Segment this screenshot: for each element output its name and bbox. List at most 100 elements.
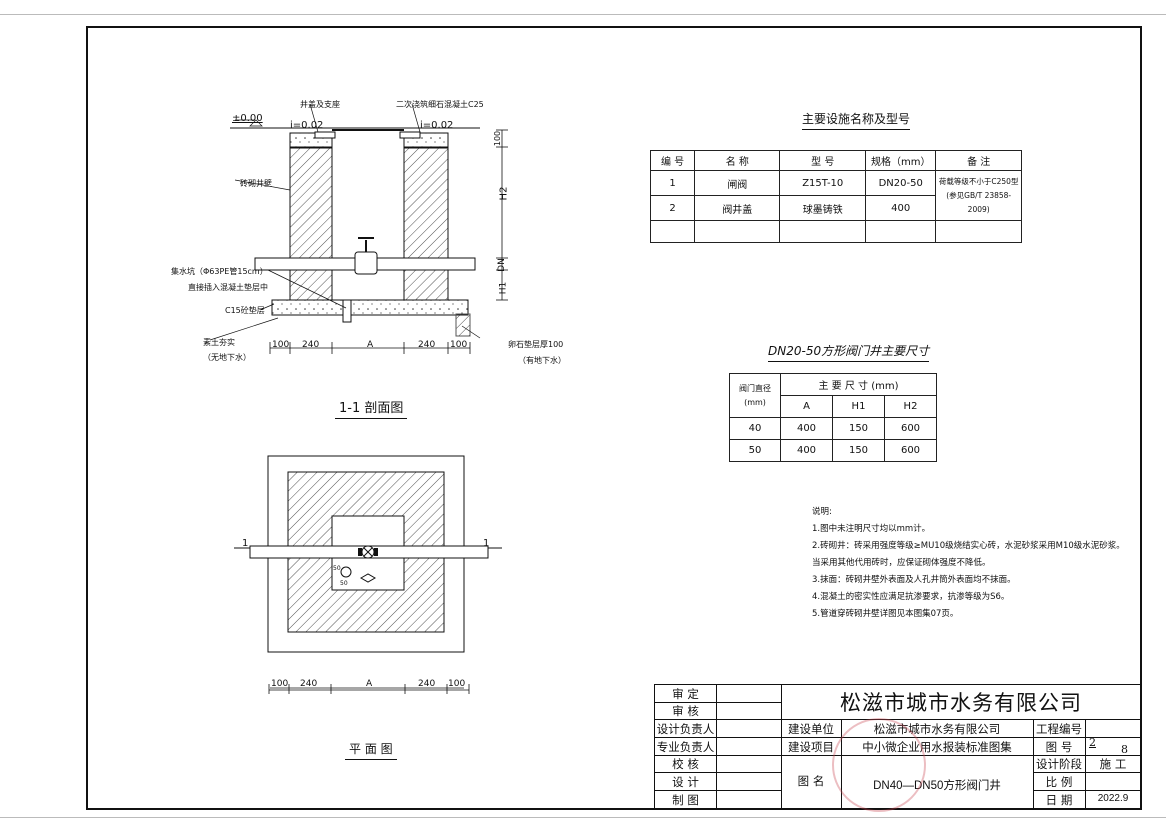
eq-cell (935, 220, 1022, 243)
role-label: 审 定 (672, 687, 699, 701)
design-notes: 说明: 1.图中未注明尺寸均以mm计。 2.砖砌井：砖采用强度等级≥MU10级烧… (812, 504, 1125, 623)
eq-cell (779, 220, 867, 243)
size-cell: 50 (729, 439, 781, 462)
slope-left-label: i=0.02 (290, 120, 324, 131)
dim-dn: DN (496, 258, 507, 272)
build-unit-label: 建设单位 (788, 722, 834, 736)
eq-remark-line2: (参见GB/T 23858-2009) (946, 190, 1012, 214)
dim-h2: H2 (498, 186, 510, 201)
drawing-frame (86, 26, 1142, 810)
plan-dim-5: 100 (448, 679, 466, 689)
plan-view-drawing (234, 455, 502, 689)
company-name: 松滋市城市水务有限公司 (840, 691, 1082, 715)
plan-small-label-b: 50 (340, 580, 348, 587)
project-label: 建设项目 (788, 740, 834, 754)
eq-header-model: 型 号 (779, 150, 867, 171)
eq-cell: 闸阀 (694, 170, 781, 196)
sheet-trim-top (0, 14, 1166, 15)
size-subheader-h2: H2 (884, 395, 937, 418)
size-cell: 600 (884, 417, 937, 440)
eq-header-spec: 规格（mm） (865, 150, 937, 171)
size-cell: 600 (884, 439, 937, 462)
drawing-name-label: 图 名 (797, 774, 825, 788)
sec-dim-4: 240 (418, 340, 436, 350)
table-row: 50 400 150 600 (729, 439, 937, 462)
sheet-trim-bottom (0, 817, 1166, 818)
table-row: 1 闸阀 Z15T-10 DN20-50 荷载等级不小于C250型 (参见GB/… (649, 170, 1022, 221)
eq-cell (694, 220, 781, 243)
note-item: 3.抹面：砖砌井壁外表面及人孔井筒外表面均不抹面。 (812, 575, 1016, 585)
eq-remark-cell: 荷载等级不小于C250型 (参见GB/T 23858-2009) (935, 170, 1022, 221)
date-value: 2022.9 (1097, 793, 1129, 804)
drawing-no-total: 8 (1121, 743, 1128, 756)
eq-cell: 1 (649, 170, 696, 196)
size-table: 阀门直径 (mm) 主 要 尺 寸 (mm) A H1 H2 40 400 15… (729, 373, 937, 462)
scale-label: 比 例 (1045, 775, 1073, 789)
plan-dim-1: 100 (271, 679, 289, 689)
note-item: 4.混凝土的密实性应满足抗渗要求，抗渗等级为S6。 (812, 592, 1010, 602)
project-no-label: 工程编号 (1036, 722, 1082, 736)
sec-dim-1: 100 (272, 340, 290, 350)
eq-cell: Z15T-10 (779, 170, 867, 196)
role-label: 校 核 (672, 757, 699, 771)
stage-label: 设计阶段 (1036, 757, 1082, 771)
stage-value: 施 工 (1099, 757, 1127, 771)
size-cell: 400 (780, 439, 833, 462)
eq-cell: 400 (865, 195, 937, 221)
size-header-group: 主 要 尺 寸 (mm) (780, 373, 937, 396)
level-label: ±0.00 (232, 113, 263, 124)
notes-title: 说明: (812, 507, 832, 517)
note-item: 2.砖砌井：砖采用强度等级≥MU10级烧结实心砖，水泥砂浆采用M10级水泥砂浆。 (812, 541, 1125, 551)
plan-dim-3: A (366, 679, 373, 689)
dim-h1: H1 (498, 281, 509, 295)
size-header-diameter-line1: 阀门直径 (739, 383, 771, 393)
sec-dim-5: 100 (450, 340, 468, 350)
eq-cell (649, 220, 696, 243)
eq-cell: 阀井盖 (694, 195, 781, 221)
sec-dim-2: 240 (302, 340, 320, 350)
size-header-diameter-line2: (mm) (744, 397, 766, 407)
gravel-note: （有地下水） (518, 356, 566, 365)
size-header-diameter: 阀门直径 (mm) (729, 373, 781, 418)
size-cell: 150 (832, 417, 885, 440)
eq-cell: DN20-50 (865, 170, 937, 196)
equipment-table-title: 主要设施名称及型号 (802, 110, 911, 130)
drawing-no-label: 图 号 (1045, 740, 1073, 754)
table-row: 2 阀井盖 球墨铸铁 400 (649, 195, 1022, 221)
eq-cell: 2 (649, 195, 696, 221)
date-label: 日 期 (1045, 793, 1073, 807)
table-row (649, 220, 1022, 243)
plan-dim-2: 240 (300, 679, 318, 689)
section-view-title: 1-1 剖面图 (335, 397, 408, 419)
size-table-title: DN20-50方形阀门井主要尺寸 (768, 342, 930, 362)
size-cell: 40 (729, 417, 781, 440)
dim-top-100: 100 (493, 130, 503, 147)
soil-callout: 素土夯实 (203, 338, 235, 347)
size-subheader-a: A (780, 395, 833, 418)
plan-dim-line (268, 684, 470, 694)
eq-header-remark: 备 注 (935, 150, 1022, 171)
eq-header-no: 编 号 (649, 150, 696, 171)
plan-section-mark-left: 1 (242, 538, 249, 549)
role-label: 设 计 (672, 775, 699, 789)
section-view-drawing (209, 103, 508, 354)
sump-callout-2: 直接插入混凝土垫层中 (188, 283, 268, 292)
plan-small-label-a: 50 (333, 565, 341, 572)
eq-remark-line1: 荷载等级不小于C250型 (938, 176, 1019, 186)
equipment-table: 编 号 名 称 型 号 规格（mm） 备 注 1 闸阀 Z15T-10 DN20… (649, 150, 1022, 243)
concrete-callout: 二次浇筑细石混凝土C25 (396, 100, 484, 109)
table-row: 40 400 150 600 (729, 417, 937, 440)
company-seal (832, 718, 926, 812)
note-item: 5.管道穿砖砌井壁详图见本图集07页。 (812, 609, 959, 619)
drawing-no-value: 2 (1089, 736, 1096, 749)
plan-view-title: 平 面 图 (345, 740, 397, 760)
note-item: 1.图中未注明尺寸均以mm计。 (812, 524, 931, 534)
note-item: 当采用其他代用砖时，应保证砌体强度不降低。 (812, 558, 991, 568)
size-subheader-h1: H1 (832, 395, 885, 418)
role-label: 专业负责人 (656, 740, 715, 754)
sump-callout: 集水坑（Φ63PE管15cm） (171, 267, 268, 276)
cover-callout: 井盖及支座 (300, 100, 340, 109)
role-label: 制 图 (672, 793, 699, 807)
plan-dim-4: 240 (418, 679, 436, 689)
size-cell: 150 (832, 439, 885, 462)
